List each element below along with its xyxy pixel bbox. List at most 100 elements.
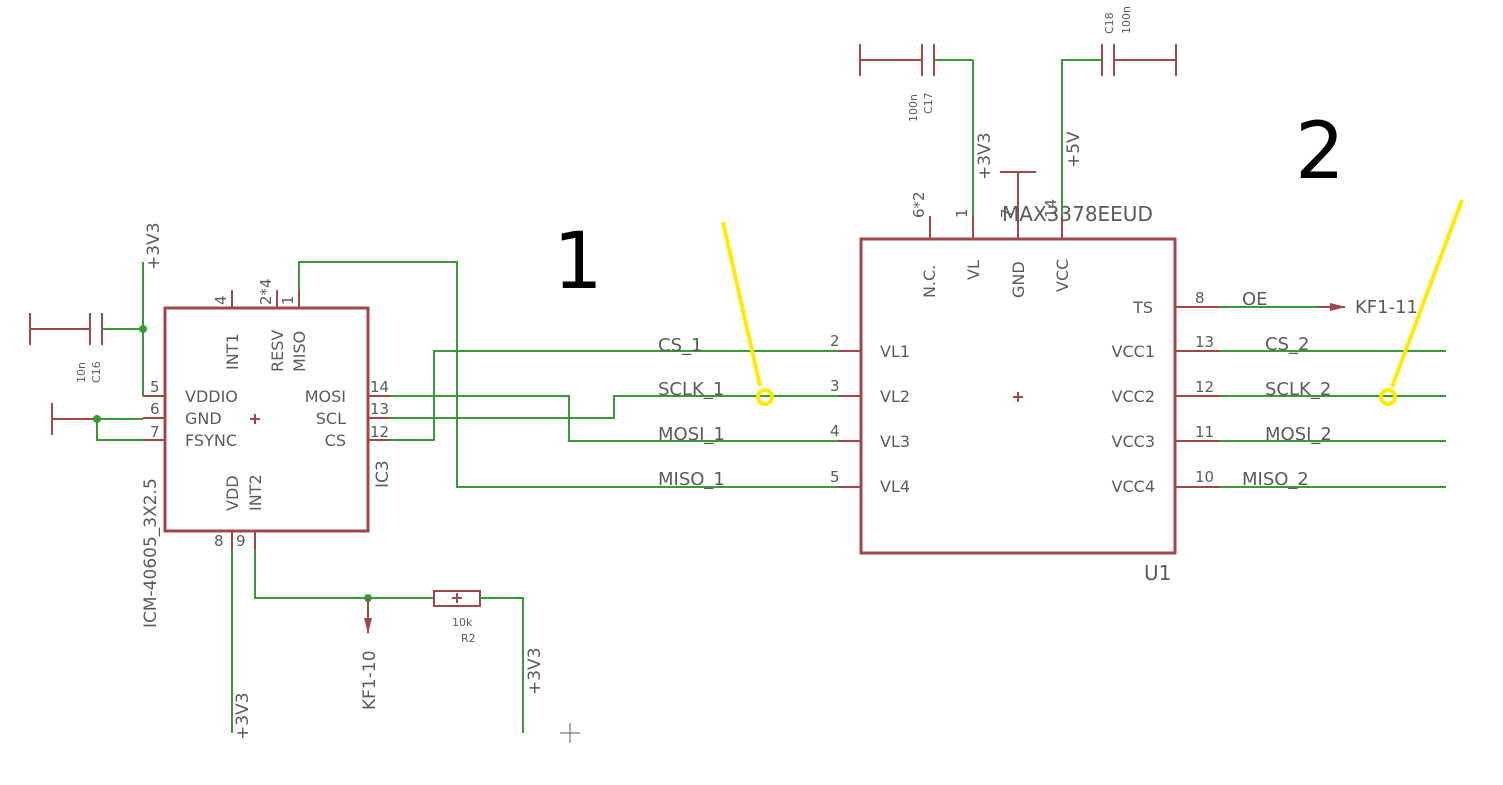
net-cs-1: CS_1	[658, 335, 702, 356]
ic3-pin-7-number: 7	[150, 423, 160, 441]
ic3-pin-8-number: 8	[214, 532, 224, 550]
u1-symbol[interactable]: 2 3 4 5 VL1 VL2 VL3 VL4 8 13 12 11 10 TS…	[830, 171, 1220, 585]
r2-origin-marker	[452, 593, 462, 603]
junction-dot	[93, 415, 101, 423]
ic3-pin-6-number: 6	[150, 400, 160, 418]
ic3-label-gnd: GND	[185, 409, 222, 428]
u1-pin-7-number: 7	[998, 208, 1016, 218]
c16-name: C16	[90, 361, 103, 383]
supply-5v-u1: +5V	[1064, 131, 1084, 168]
u1-pin-4-number: 4	[830, 422, 840, 440]
wire-cs-1[interactable]	[390, 350, 838, 441]
ic3-label-cs: CS	[325, 431, 346, 450]
ic3-label-mosi: MOSI	[305, 387, 346, 406]
ic3-pin-5-number: 5	[150, 378, 160, 396]
wire-miso-1[interactable]	[298, 261, 838, 488]
u1-pin-5-number: 5	[830, 468, 840, 486]
wire-r2-3v3[interactable]	[480, 597, 524, 733]
ic3-label-vdd: VDD	[223, 475, 242, 511]
net-sclk-1: SCLK_1	[658, 379, 724, 400]
c17-name: C17	[922, 92, 935, 114]
annotation-circle-1	[756, 388, 774, 406]
u1-label-vl: VL	[964, 260, 983, 280]
capacitor-c18[interactable]: C18 100n	[1101, 6, 1177, 76]
u1-pin-14-number: 14	[1042, 199, 1060, 218]
c16-value: 10n	[75, 362, 88, 383]
net-miso-2: MISO_2	[1242, 469, 1309, 490]
u1-pin-2-number: 2	[830, 332, 840, 350]
supply-3v3-ic3: +3V3	[144, 222, 164, 270]
supply-3v3-vdd: +3V3	[233, 692, 253, 740]
marker-2: 2	[1295, 107, 1345, 197]
ic3-body	[163, 306, 370, 533]
net-oe: OE	[1242, 289, 1268, 310]
u1-label-nc: N.C.	[920, 265, 939, 298]
ic3-name: IC3	[373, 460, 393, 488]
net-kf1-11: KF1-11	[1355, 297, 1418, 318]
marker-1: 1	[553, 217, 603, 307]
wire-sclk-1[interactable]	[390, 395, 838, 419]
net-mosi-2: MOSI_2	[1265, 424, 1332, 445]
annotation-circle-2	[1379, 388, 1397, 406]
ic3-label-resv: RESV	[268, 330, 287, 372]
c18-name: C18	[1103, 12, 1116, 34]
net-cs-2: CS_2	[1265, 334, 1309, 355]
annotation-pointer-2	[1390, 199, 1464, 388]
kf1-11-arrow-icon	[1330, 303, 1346, 311]
ic3-pin-1-number: 1	[279, 295, 297, 305]
annotation-pointer-1	[721, 221, 762, 387]
supply-3v3-u1: +3V3	[975, 132, 995, 180]
ic3-label-vddio: VDDIO	[185, 387, 238, 406]
junction-dot	[139, 325, 147, 333]
u1-label-vcc2: VCC2	[1112, 387, 1155, 406]
r2-name: R2	[461, 632, 476, 645]
u1-pin-12-number: 12	[1195, 378, 1214, 396]
ic3-pin-13-number: 13	[370, 400, 389, 418]
resistor-r2[interactable]: 10k R2	[433, 590, 481, 645]
ic3-label-scl: SCL	[316, 409, 346, 428]
ic3-value: ICM-40605_3X2.5	[141, 478, 161, 628]
u1-label-ts: TS	[1132, 298, 1153, 317]
ic3-pin-9-number: 9	[236, 532, 246, 550]
u1-label-vcc: VCC	[1053, 259, 1072, 292]
capacitor-c17[interactable]: 100n C17	[859, 44, 935, 122]
net-miso-1: MISO_1	[658, 469, 725, 490]
ic3-label-fsync: FSYNC	[185, 431, 237, 450]
net-mosi-1: MOSI_1	[658, 424, 725, 445]
u1-label-vcc3: VCC3	[1112, 432, 1155, 451]
ic3-pin-12-number: 12	[370, 423, 389, 441]
u1-label-vcc4: VCC4	[1112, 477, 1155, 496]
supply-3v3-r2: +3V3	[525, 647, 545, 695]
u1-label-vl1: VL1	[880, 342, 910, 361]
u1-pin-3-number: 3	[830, 377, 840, 395]
ic3-pin-4-number: 4	[212, 295, 230, 305]
capacitor-c16[interactable]: 10n C16	[29, 313, 103, 383]
u1-origin-marker	[1013, 392, 1023, 402]
u1-label-vl2: VL2	[880, 387, 910, 406]
ic3-label-int1: INT1	[223, 333, 242, 370]
wire-ic3-int2[interactable]	[254, 550, 434, 599]
u1-pin-8-number: 8	[1195, 289, 1205, 307]
u1-pin-6x2-number: 6*2	[910, 191, 928, 218]
u1-label-vcc1: VCC1	[1112, 342, 1155, 361]
ic3-label-miso: MISO	[290, 331, 309, 372]
net-sclk-2: SCLK_2	[1265, 379, 1331, 400]
c17-value: 100n	[907, 94, 920, 122]
ic3-pin-2x4-number: 2*4	[257, 278, 275, 305]
u1-pin-10-number: 10	[1195, 468, 1214, 486]
u1-value: MAX3378EEUD	[1002, 202, 1153, 226]
u1-pin-11-number: 11	[1195, 423, 1214, 441]
r2-value: 10k	[452, 616, 473, 629]
ic3-symbol[interactable]: 4 2*4 1 5 6 7 14 13 12 8 9 INT1 RESV MIS…	[141, 278, 393, 628]
u1-pin-13-number: 13	[1195, 333, 1214, 351]
ic3-origin-marker	[250, 414, 260, 424]
cursor-crosshair-icon	[560, 723, 580, 743]
u1-label-vl4: VL4	[880, 477, 910, 496]
wire-u1-vcc[interactable]	[1061, 59, 1102, 216]
c18-value: 100n	[1120, 6, 1133, 34]
kf1-10-arrow-icon	[364, 618, 372, 634]
wire-ic3-gnd-fsync[interactable]	[96, 418, 143, 441]
u1-label-vl3: VL3	[880, 432, 910, 451]
u1-label-gnd: GND	[1009, 261, 1028, 298]
